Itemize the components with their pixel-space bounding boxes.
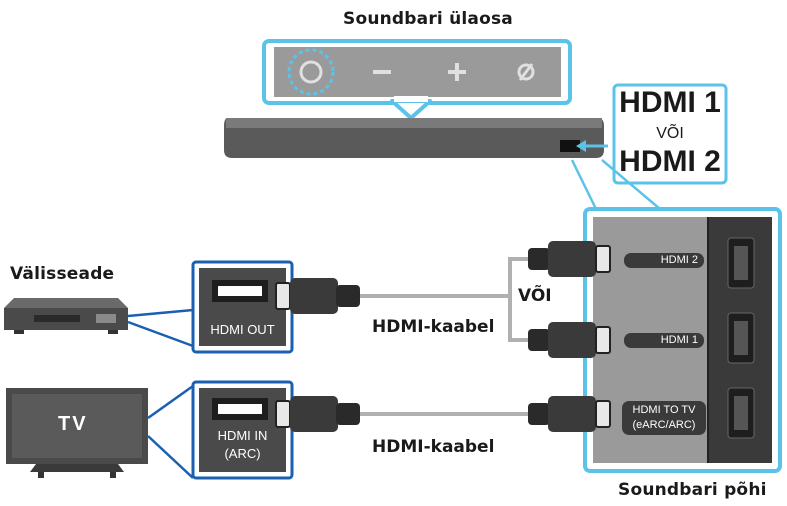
callout-hdmi2: HDMI 2 bbox=[619, 145, 721, 178]
power-button-highlight bbox=[287, 48, 335, 96]
external-device-icon bbox=[4, 298, 128, 334]
plug-left-bottom bbox=[275, 396, 360, 432]
power-icon bbox=[299, 60, 323, 84]
plug-right-hdmi2 bbox=[528, 241, 611, 277]
external-device-label: Välisseade bbox=[10, 264, 115, 284]
port-label-hdmi1: HDMI 1 bbox=[624, 333, 704, 348]
port-label-hdmi2: HDMI 2 bbox=[624, 253, 704, 268]
tv-label: TV bbox=[58, 413, 88, 435]
port-label-hdmi-to-tv-line1: HDMI TO TV bbox=[632, 404, 696, 416]
callout-pointer bbox=[390, 99, 432, 120]
plug-left-top bbox=[275, 278, 360, 314]
callout-or: VÕI bbox=[656, 125, 684, 142]
port-hdmi2-connector bbox=[727, 237, 755, 289]
hdmi-out-label: HDMI OUT bbox=[210, 322, 275, 337]
plug-right-hdmi1 bbox=[528, 322, 611, 358]
plug-right-hdmi-tv bbox=[528, 396, 611, 432]
soundbar-top-label: Soundbari ülaosa bbox=[343, 9, 513, 29]
minus-icon bbox=[373, 70, 391, 74]
hdmi-in-arc-label: (ARC) bbox=[224, 446, 261, 461]
hdmi-in-label: HDMI IN bbox=[217, 428, 268, 443]
soundbar-hdmi-port bbox=[560, 140, 580, 152]
cable-top-label: HDMI-kaabel bbox=[372, 317, 495, 337]
cable-bottom-label: HDMI-kaabel bbox=[372, 437, 495, 457]
port-label-hdmi-to-tv-line2: (eARC/ARC) bbox=[632, 419, 696, 431]
hdmi-callout-box bbox=[612, 83, 728, 185]
callout-hdmi1: HDMI 1 bbox=[619, 86, 721, 119]
port-label-hdmi-to-tv: HDMI TO TV (eARC/ARC) bbox=[622, 401, 706, 435]
tv-icon bbox=[6, 388, 148, 478]
source-icon bbox=[517, 63, 535, 81]
or-middle-label: VÕI bbox=[518, 286, 552, 306]
port-hdmi-tv-connector bbox=[727, 387, 755, 439]
soundbar-bottom-label: Soundbari põhi bbox=[618, 480, 767, 500]
port-hdmi1-connector bbox=[727, 312, 755, 364]
